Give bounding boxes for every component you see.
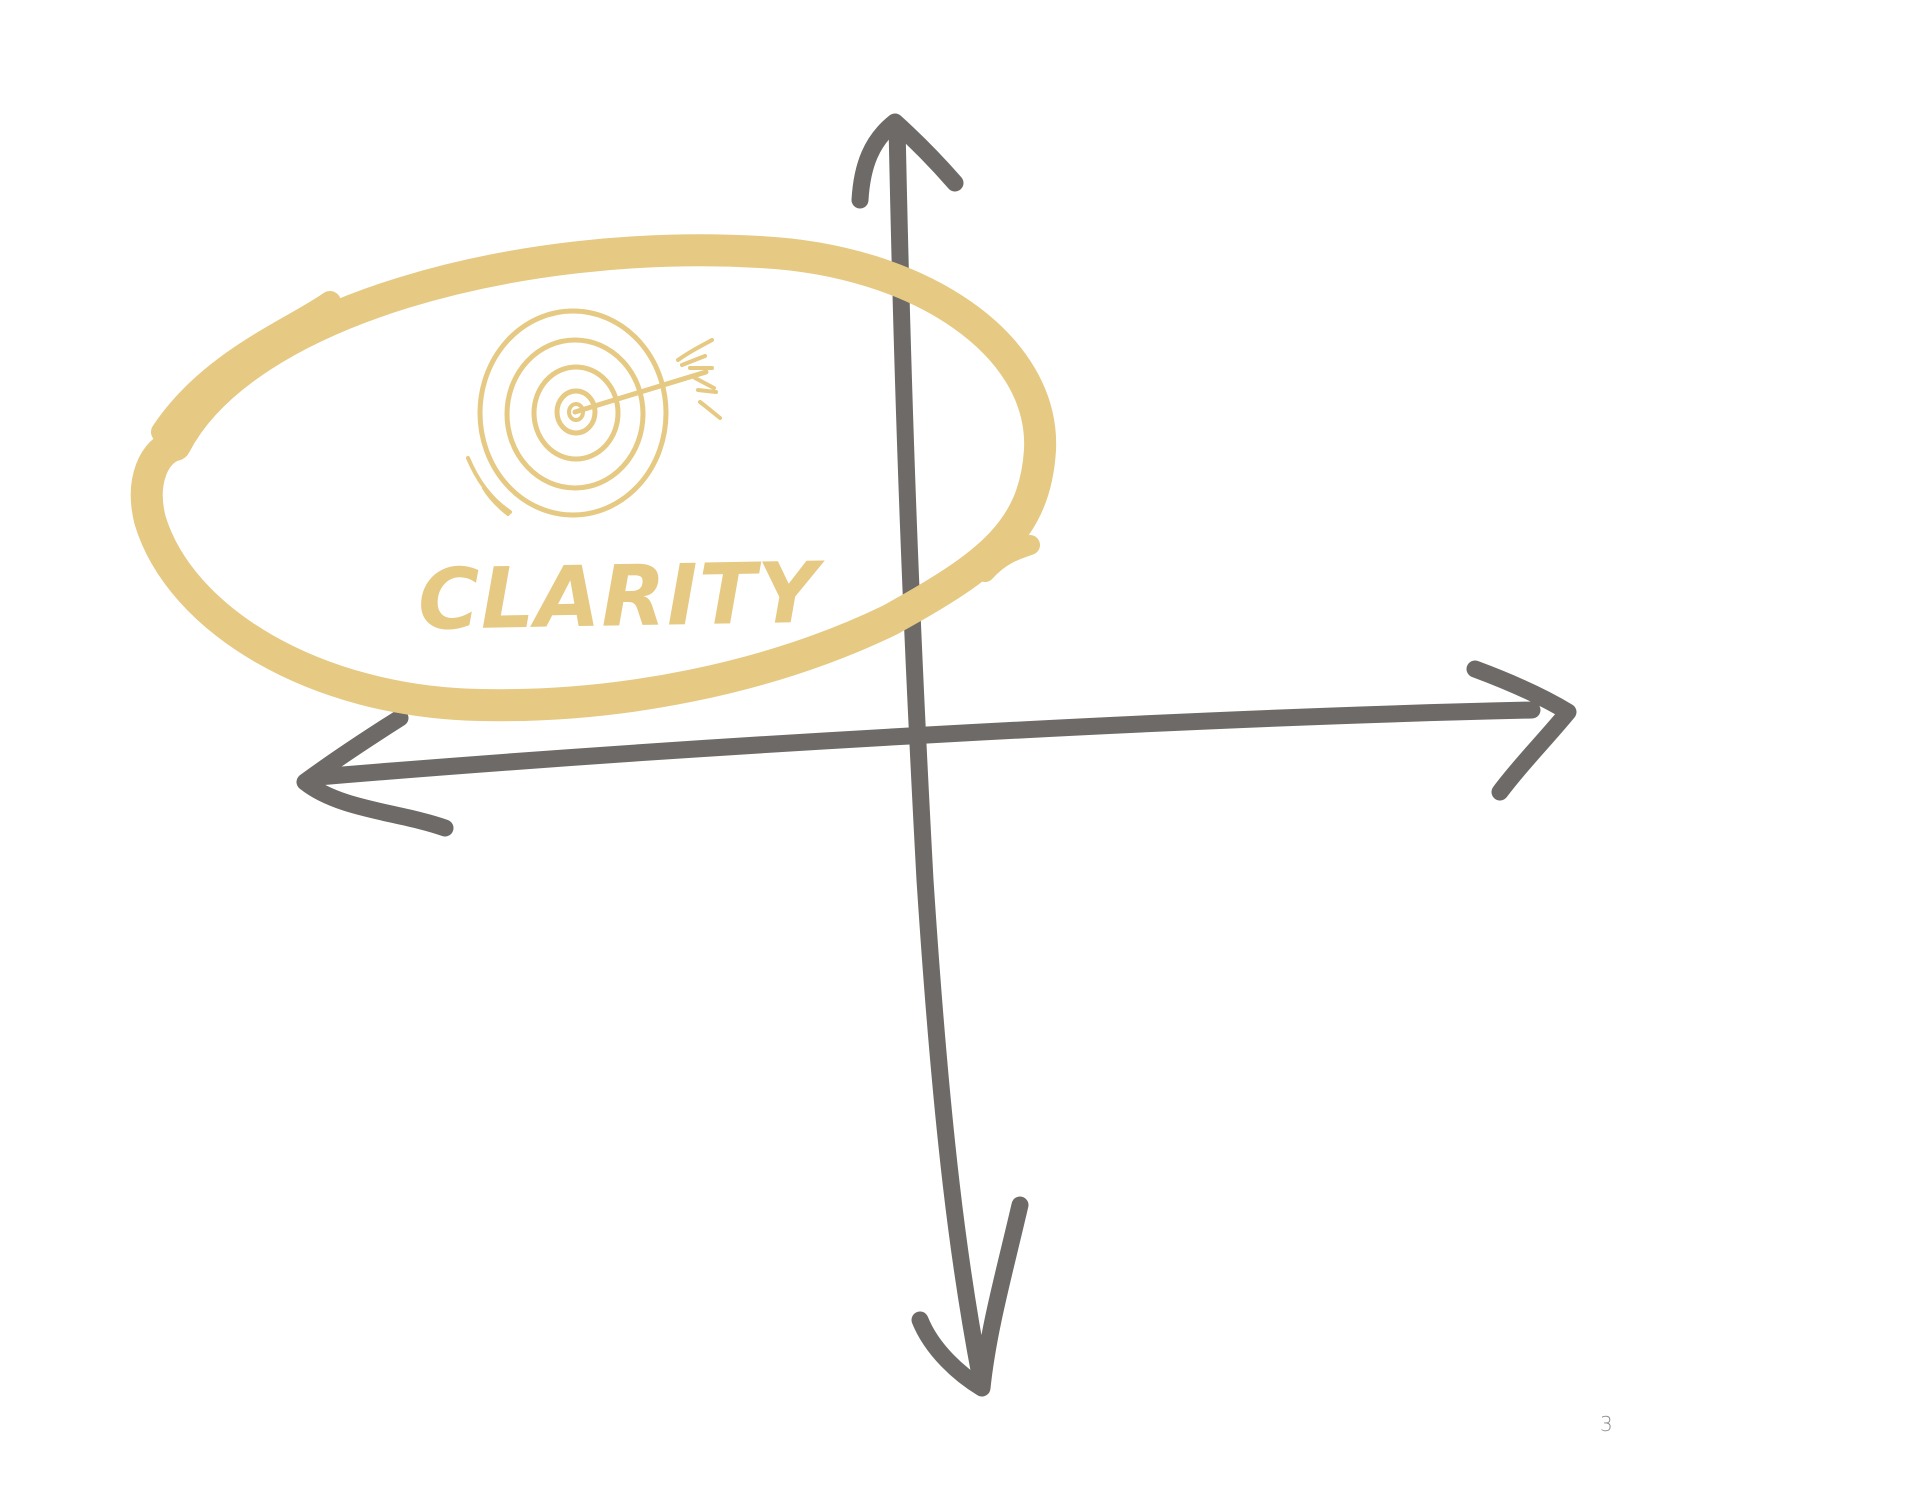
highlight-ellipse — [130, 234, 1057, 722]
arrow-motion-line-2 — [696, 388, 718, 394]
page-number: 3 — [1600, 1412, 1614, 1436]
arrow-shaft — [572, 369, 709, 415]
arrow-fletching-1 — [688, 366, 716, 390]
horizontal-axis — [296, 660, 1577, 837]
target-ring-outer — [477, 308, 669, 518]
highlight-label: CLARITY — [417, 544, 826, 649]
target-motion-line-2 — [482, 486, 510, 516]
target-ring-3 — [531, 364, 621, 462]
arrow-motion-line-1 — [676, 338, 714, 362]
arrow-fletching-2 — [680, 354, 707, 367]
vertical-axis-top-arrowhead — [851, 113, 964, 209]
vertical-axis-bottom-arrowhead — [911, 1196, 1029, 1397]
horizontal-axis-left-arrowhead — [296, 709, 454, 837]
horizontal-axis-line — [309, 701, 1541, 786]
clarity-highlight — [130, 234, 1057, 722]
horizontal-axis-right-arrowhead — [1466, 660, 1577, 801]
highlight-ellipse-overstroke — [151, 291, 341, 443]
vertical-axis-line — [888, 116, 989, 1384]
target-ring-2 — [504, 337, 646, 491]
target-ring-4 — [554, 388, 598, 436]
vertical-axis — [851, 113, 1029, 1397]
highlight-ellipse-overstroke-tail — [975, 535, 1040, 582]
target-with-arrow-icon — [466, 308, 722, 518]
target-motion-line-1 — [466, 456, 512, 514]
arrow-motion-line-3 — [698, 400, 722, 420]
